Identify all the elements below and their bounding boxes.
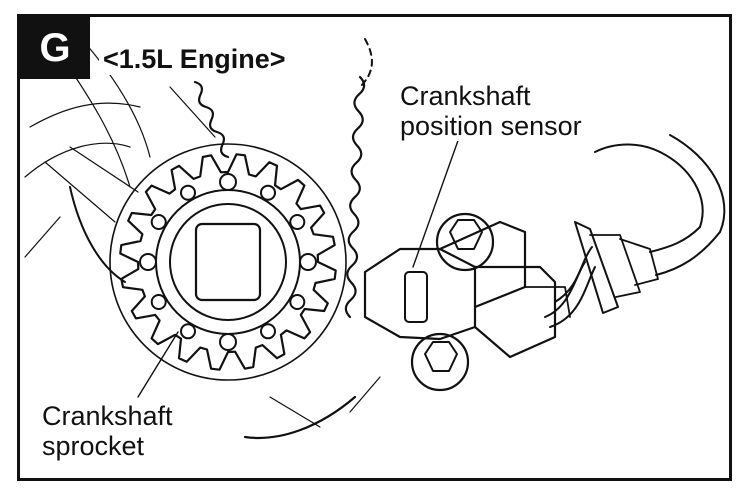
sprocket-hole (150, 294, 167, 310)
sprocket-hole (139, 253, 157, 271)
figure-letter-badge: G (20, 17, 90, 79)
sensor-label-line-1: Crankshaft (400, 81, 531, 111)
timing-belt (69, 38, 373, 439)
sprocket-hole (289, 294, 306, 310)
sprocket-hole (180, 323, 196, 340)
sprocket-hole (260, 184, 276, 201)
crankshaft-position-sensor-label: Crankshaft position sensor (400, 81, 582, 141)
sprocket-hole (219, 333, 237, 351)
sprocket-label-line-2: sprocket (42, 431, 145, 461)
sprocket-hole (219, 173, 237, 191)
sensor-label-line-2: position sensor (400, 111, 582, 141)
crankshaft-sprocket-label: Crankshaft sprocket (42, 401, 173, 461)
crankshaft-sprocket (109, 143, 347, 381)
leader-lines (137, 134, 461, 398)
sprocket-hole (289, 214, 306, 230)
sprocket-hole (260, 323, 276, 340)
engine-block-lines (24, 36, 381, 428)
engine-variant-label: <1.5L Engine> (99, 43, 290, 75)
crankshaft-position-sensor (363, 134, 726, 392)
sprocket-hole (299, 253, 317, 271)
engine-illustration (24, 36, 726, 439)
sprocket-label-line-1: Crankshaft (42, 401, 173, 431)
diagram-panel: G <1.5L Engine> Crankshaft position sens… (17, 14, 732, 481)
sprocket-hole (180, 184, 196, 201)
sprocket-hole (150, 214, 167, 230)
